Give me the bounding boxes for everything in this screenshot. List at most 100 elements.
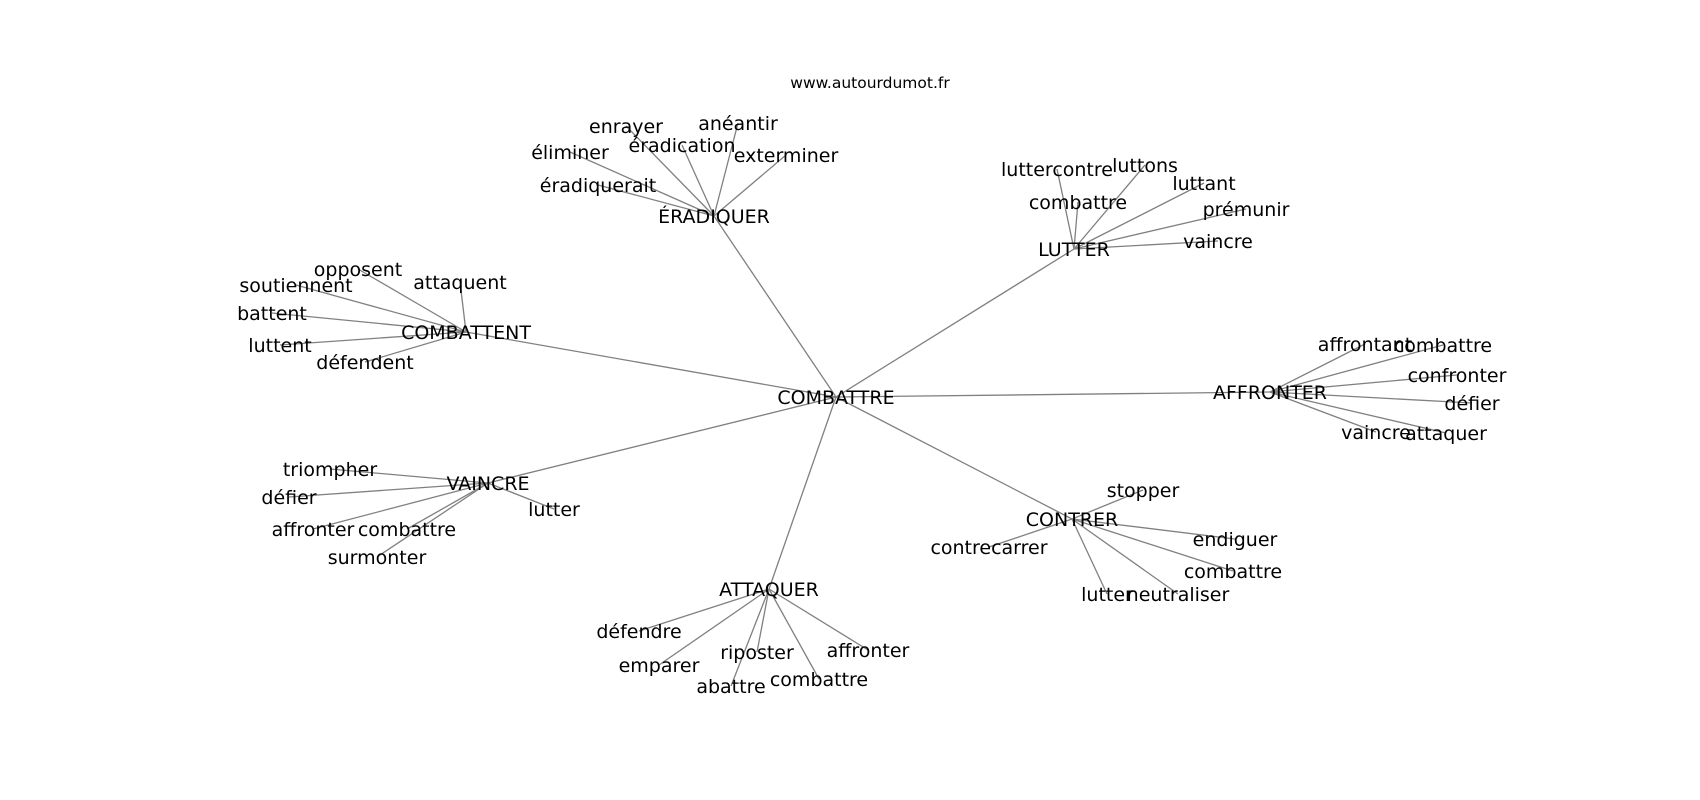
hub-node: ÉRADIQUER bbox=[658, 205, 770, 228]
edge-hub-leaf bbox=[271, 312, 467, 333]
leaf-node: emparer bbox=[619, 655, 700, 677]
leaf-node: lutter bbox=[1081, 584, 1133, 606]
edge-hub-leaf bbox=[459, 281, 467, 333]
edge-hub-leaf bbox=[658, 588, 770, 666]
edge-hub-leaf bbox=[1071, 518, 1234, 572]
edge-hub-leaf bbox=[376, 482, 489, 558]
leaf-node: luttent bbox=[248, 335, 311, 357]
leaf-node: lutter bbox=[528, 499, 580, 521]
leaf-node: défendre bbox=[596, 621, 681, 643]
edge-hub-leaf bbox=[1073, 208, 1247, 250]
leaf-node: enrayer bbox=[589, 116, 663, 138]
leaf-node: soutiennent bbox=[239, 275, 352, 297]
edge-hub-leaf bbox=[279, 331, 467, 346]
leaf-node: éradication bbox=[629, 135, 736, 157]
leaf-node: combattre bbox=[1394, 335, 1492, 357]
graph-labels: COMBATTRE ÉRADIQUER enrayer anéantir élimine… bbox=[237, 113, 1506, 698]
leaf-node: défendent bbox=[316, 352, 413, 374]
hub-node: LUTTER bbox=[1038, 239, 1110, 261]
leaf-node: attaquer bbox=[1405, 423, 1487, 445]
center-node: COMBATTRE bbox=[777, 387, 894, 409]
edge-center-hub bbox=[713, 215, 837, 398]
hub-node: AFFRONTER bbox=[1213, 382, 1327, 404]
leaf-node: stopper bbox=[1107, 480, 1180, 502]
edge-hub-leaf bbox=[406, 482, 489, 530]
graph-edges bbox=[271, 122, 1473, 687]
edge-hub-leaf bbox=[1071, 518, 1236, 540]
edge-hub-leaf bbox=[364, 331, 467, 363]
edge-hub-leaf bbox=[357, 268, 467, 333]
edge-hub-leaf bbox=[295, 284, 467, 333]
leaf-node: défier bbox=[1444, 393, 1499, 415]
edge-hub-leaf bbox=[597, 184, 715, 217]
leaf-node: abattre bbox=[696, 676, 765, 698]
leaf-node: éradiquerait bbox=[540, 175, 656, 197]
edge-hub-leaf bbox=[1056, 168, 1075, 250]
leaf-node: anéantir bbox=[698, 113, 778, 135]
leaf-node: riposter bbox=[720, 642, 794, 664]
edge-center-hub bbox=[465, 331, 837, 398]
leaf-node: affronter bbox=[272, 519, 355, 541]
edge-hub-leaf bbox=[288, 482, 489, 498]
leaf-node: combattre bbox=[1029, 192, 1127, 214]
leaf-node: vaincre bbox=[1183, 231, 1253, 253]
edge-center-hub bbox=[835, 391, 1271, 398]
edge-hub-leaf bbox=[1071, 489, 1144, 520]
edge-hub-leaf bbox=[1269, 344, 1444, 393]
edge-hub-leaf bbox=[569, 151, 715, 217]
edge-hub-leaf bbox=[625, 125, 715, 217]
leaf-node: opposent bbox=[314, 259, 402, 281]
edge-center-hub bbox=[835, 396, 1073, 520]
edge-hub-leaf bbox=[1073, 164, 1146, 250]
edge-hub-leaf bbox=[1073, 182, 1205, 250]
leaf-node: vaincre bbox=[1341, 422, 1411, 444]
edge-hub-leaf bbox=[1269, 391, 1473, 404]
edge-hub-leaf bbox=[681, 144, 715, 217]
edge-hub-leaf bbox=[329, 468, 489, 484]
edge-hub-leaf bbox=[1073, 201, 1079, 250]
leaf-node: prémunir bbox=[1203, 199, 1290, 221]
leaf-node: battent bbox=[237, 303, 307, 325]
edge-hub-leaf bbox=[1269, 391, 1447, 434]
leaf-node: affronter bbox=[827, 640, 910, 662]
edge-hub-leaf bbox=[1269, 343, 1366, 393]
edge-hub-leaf bbox=[487, 482, 555, 510]
edge-hub-leaf bbox=[312, 482, 489, 530]
leaf-node: contrecarrer bbox=[930, 537, 1047, 559]
edge-hub-leaf bbox=[1269, 391, 1377, 433]
edge-hub-leaf bbox=[713, 154, 787, 217]
leaf-node: exterminer bbox=[734, 145, 839, 167]
edge-hub-leaf bbox=[1071, 518, 1108, 595]
leaf-node: affrontant bbox=[1318, 334, 1412, 356]
leaf-node: combattre bbox=[770, 669, 868, 691]
edge-center-hub bbox=[768, 396, 837, 590]
edge-hub-leaf bbox=[730, 588, 770, 687]
edge-hub-leaf bbox=[768, 588, 820, 680]
leaf-node: luttant bbox=[1172, 173, 1235, 195]
leaf-node: défier bbox=[261, 487, 316, 509]
leaf-node: luttons bbox=[1112, 155, 1178, 177]
hub-node: VAINCRE bbox=[446, 473, 529, 495]
hub-node: COMBATTENT bbox=[401, 322, 531, 344]
edge-hub-leaf bbox=[638, 588, 770, 632]
hub-node: CONTRER bbox=[1026, 509, 1118, 531]
leaf-node: endiguer bbox=[1193, 529, 1278, 551]
edge-center-hub bbox=[487, 396, 837, 484]
edge-hub-leaf bbox=[988, 518, 1073, 548]
edge-hub-leaf bbox=[1269, 374, 1458, 393]
hub-node: ATTAQUER bbox=[719, 579, 819, 601]
leaf-node: triompher bbox=[283, 459, 377, 481]
edge-hub-leaf bbox=[1071, 518, 1179, 595]
leaf-node: combattre bbox=[1184, 561, 1282, 583]
leaf-node: luttercontre bbox=[1001, 159, 1113, 181]
edge-hub-leaf bbox=[756, 588, 770, 653]
leaf-node: attaquent bbox=[413, 272, 506, 294]
leaf-node: éliminer bbox=[531, 142, 609, 164]
edge-hub-leaf bbox=[768, 588, 869, 651]
leaf-node: confronter bbox=[1408, 365, 1507, 387]
edge-hub-leaf bbox=[713, 122, 739, 217]
edge-hub-leaf bbox=[1073, 240, 1219, 250]
leaf-node: neutraliser bbox=[1127, 584, 1230, 606]
leaf-node: combattre bbox=[358, 519, 456, 541]
